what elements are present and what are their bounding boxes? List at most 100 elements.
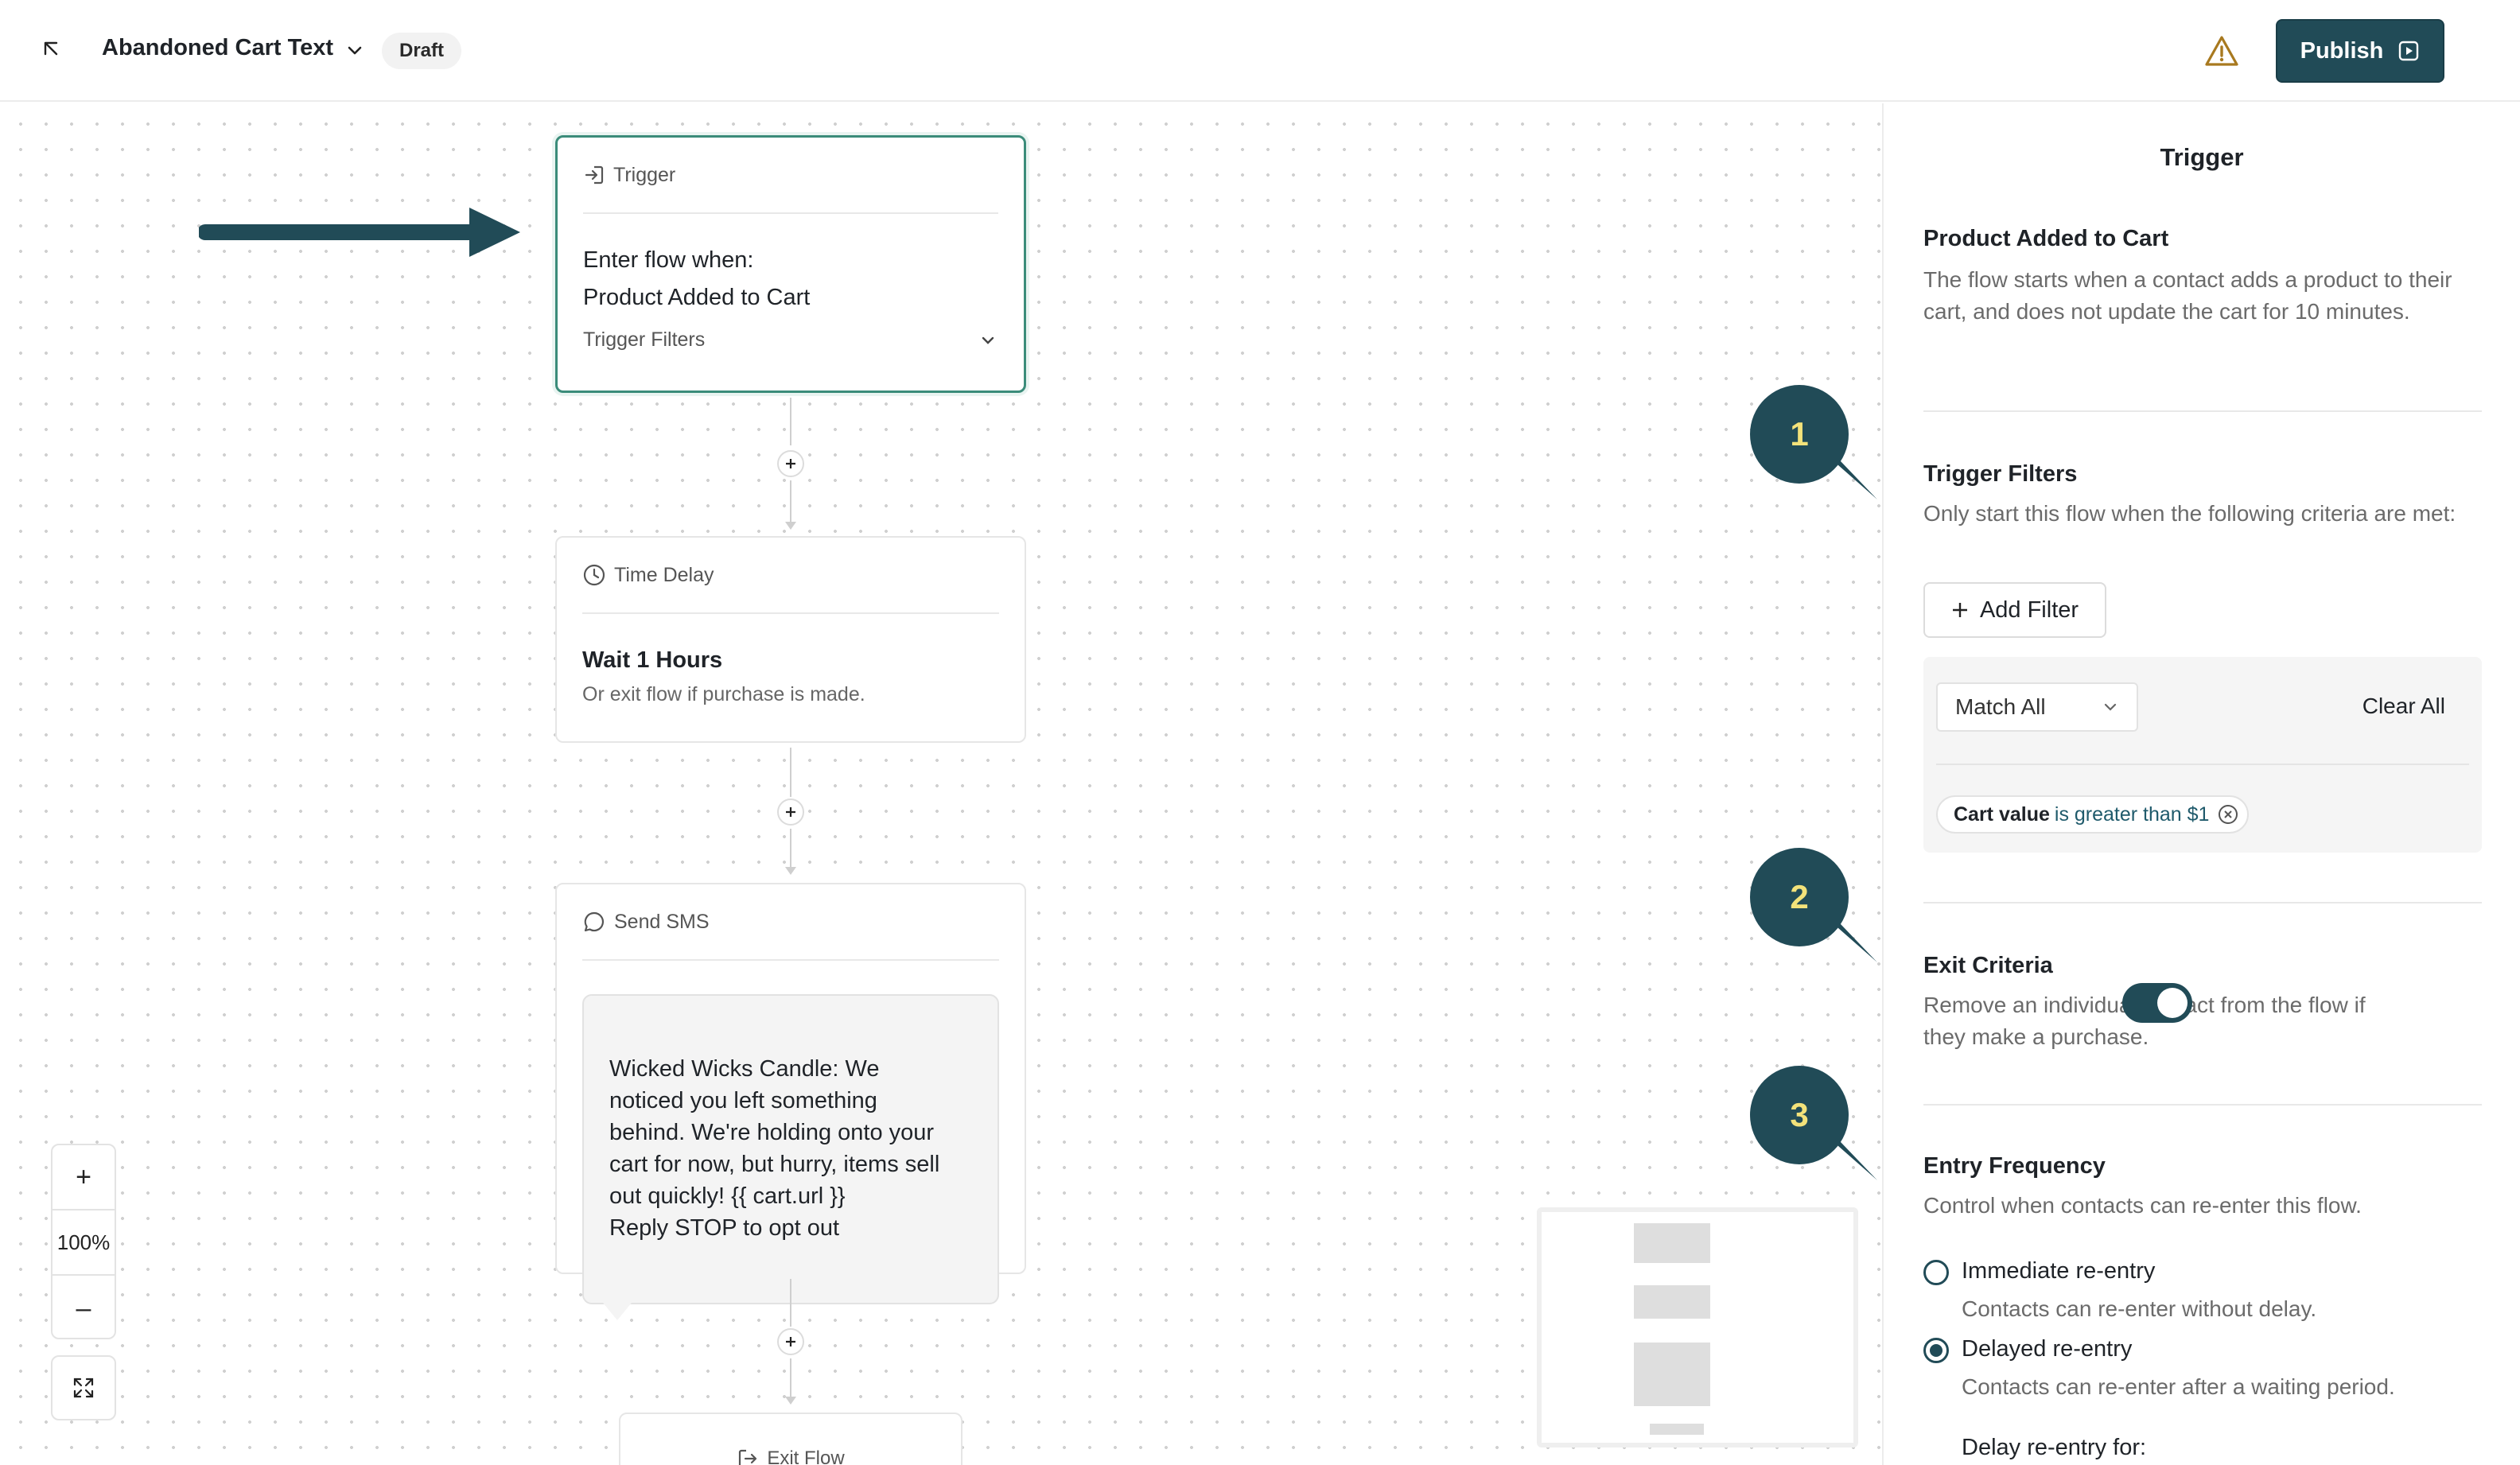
connector-arrow bbox=[785, 867, 796, 875]
minimap-node bbox=[1650, 1424, 1704, 1435]
add-filter-button[interactable]: Add Filter bbox=[1923, 582, 2106, 638]
exit-criteria-toggle[interactable] bbox=[2122, 983, 2192, 1023]
enter-icon bbox=[585, 165, 604, 185]
exit-heading: Exit Flow bbox=[767, 1448, 845, 1465]
connector bbox=[790, 398, 791, 445]
connector bbox=[790, 480, 791, 525]
minimap-node bbox=[1634, 1223, 1710, 1263]
chat-icon bbox=[584, 911, 604, 932]
sms-message-preview: Wicked Wicks Candle: We noticed you left… bbox=[582, 994, 999, 1320]
minimap[interactable] bbox=[1537, 1207, 1858, 1448]
filter-divider bbox=[1936, 764, 2469, 765]
section-divider bbox=[1923, 1104, 2482, 1106]
zoom-in-button[interactable]: + bbox=[52, 1145, 115, 1210]
add-filter-label: Add Filter bbox=[1979, 596, 2079, 623]
filter-chip-key: Cart value bbox=[1954, 802, 2050, 826]
callout-number: 2 bbox=[1790, 878, 1808, 915]
section-divider bbox=[1923, 902, 2482, 903]
add-step-button[interactable] bbox=[777, 799, 804, 826]
panel-divider bbox=[1882, 103, 1884, 1465]
chevron-down-icon[interactable] bbox=[342, 38, 368, 64]
status-badge: Draft bbox=[382, 33, 462, 69]
clock-icon bbox=[583, 564, 605, 586]
zoom-controls: + 100% – bbox=[51, 1144, 116, 1339]
filter-group: Match All Clear All Cart value is greate… bbox=[1923, 657, 2482, 853]
chevron-down-icon bbox=[2104, 703, 2117, 711]
preview-icon bbox=[2399, 41, 2419, 61]
trigger-description: The flow starts when a contact adds a pr… bbox=[1923, 267, 2452, 324]
add-step-button[interactable] bbox=[777, 1328, 804, 1355]
fit-screen-icon bbox=[73, 1378, 94, 1398]
warning-icon[interactable] bbox=[2203, 33, 2240, 70]
filter-chip-value: is greater than $1 bbox=[2054, 802, 2210, 826]
delayed-reentry-radio[interactable] bbox=[1923, 1338, 1949, 1363]
immediate-reentry-description: Contacts can re-enter without delay. bbox=[1962, 1296, 2317, 1321]
section-divider bbox=[1923, 410, 2482, 412]
immediate-reentry-label[interactable]: Immediate re-entry bbox=[1962, 1258, 2156, 1284]
delayed-reentry-label[interactable]: Delayed re-entry bbox=[1962, 1336, 2133, 1362]
trigger-name: Product Added to Cart bbox=[1923, 226, 2169, 251]
connector-arrow bbox=[785, 522, 796, 530]
connector bbox=[790, 1358, 791, 1400]
publish-label: Publish bbox=[2300, 37, 2384, 64]
delayed-reentry-description: Contacts can re-enter after a waiting pe… bbox=[1962, 1374, 2395, 1399]
chevron-down-icon bbox=[982, 336, 994, 344]
time-delay-node[interactable]: Time Delay Wait 1 Hours Or exit flow if … bbox=[555, 536, 1026, 743]
minimap-node bbox=[1634, 1343, 1710, 1406]
send-sms-node[interactable]: Send SMS Wicked Wicks Candle: We noticed… bbox=[555, 883, 1026, 1320]
sms-heading: Send SMS bbox=[614, 910, 710, 933]
callout-2: 2 bbox=[1750, 848, 1877, 962]
flow-title[interactable]: Abandoned Cart Text bbox=[102, 35, 334, 60]
fit-screen-button[interactable] bbox=[51, 1355, 116, 1420]
pointer-arrow-icon bbox=[199, 208, 520, 257]
trigger-filters-label: Trigger Filters bbox=[583, 328, 706, 351]
publish-button[interactable]: Publish bbox=[2276, 19, 2444, 83]
trigger-heading: Trigger bbox=[613, 163, 676, 186]
match-mode-value: Match All bbox=[1955, 694, 2046, 719]
connector bbox=[790, 829, 791, 870]
callout-1: 1 bbox=[1750, 385, 1877, 499]
sms-bubble-tail bbox=[603, 1303, 632, 1320]
match-mode-select[interactable]: Match All bbox=[1936, 682, 2138, 732]
zoom-level: 100% bbox=[52, 1210, 115, 1276]
zoom-out-button[interactable]: – bbox=[76, 1292, 91, 1323]
connector bbox=[790, 1279, 791, 1327]
connector-arrow bbox=[785, 1397, 796, 1405]
trigger-filters-title: Trigger Filters bbox=[1923, 461, 2078, 487]
callout-number: 1 bbox=[1790, 415, 1808, 453]
trigger-line1: Enter flow when: bbox=[583, 247, 754, 273]
delay-wait-text: Wait 1 Hours bbox=[582, 647, 723, 673]
panel-title: Trigger bbox=[2160, 143, 2244, 171]
plus-icon bbox=[786, 459, 795, 468]
back-button[interactable] bbox=[35, 33, 67, 65]
plus-icon bbox=[786, 1337, 795, 1346]
exit-icon bbox=[739, 1449, 757, 1465]
exit-criteria-title: Exit Criteria bbox=[1923, 953, 2053, 978]
callout-number: 3 bbox=[1790, 1096, 1808, 1133]
connector bbox=[790, 748, 791, 797]
delay-reentry-label: Delay re-entry for: bbox=[1962, 1435, 2147, 1460]
back-arrow-icon bbox=[44, 41, 58, 56]
callout-3: 3 bbox=[1750, 1066, 1877, 1180]
minimap-node bbox=[1634, 1285, 1710, 1319]
plus-icon bbox=[1952, 603, 1967, 617]
trigger-filters-toggle[interactable]: Trigger Filters bbox=[583, 328, 998, 352]
immediate-reentry-radio[interactable] bbox=[1923, 1260, 1949, 1285]
clear-all-button[interactable]: Clear All bbox=[2362, 694, 2445, 718]
delay-heading: Time Delay bbox=[614, 563, 714, 586]
exit-flow-node[interactable]: Exit Flow bbox=[619, 1413, 962, 1465]
toggle-knob bbox=[2157, 988, 2188, 1018]
close-circle-icon[interactable] bbox=[2217, 803, 2239, 826]
delay-sub-text: Or exit flow if purchase is made. bbox=[582, 683, 865, 705]
sms-message-text: Wicked Wicks Candle: We noticed you left… bbox=[609, 1056, 940, 1241]
trigger-node[interactable]: Trigger Enter flow when: Product Added t… bbox=[555, 135, 1026, 393]
trigger-settings-panel: Trigger Product Added to Cart The flow s… bbox=[1884, 103, 2520, 1465]
plus-icon bbox=[786, 807, 795, 817]
trigger-filters-description: Only start this flow when the following … bbox=[1923, 501, 2456, 526]
entry-frequency-description: Control when contacts can re-enter this … bbox=[1923, 1193, 2362, 1218]
trigger-line2: Product Added to Cart bbox=[583, 285, 811, 310]
filter-chip[interactable]: Cart value is greater than $1 bbox=[1936, 795, 2250, 834]
top-bar: Abandoned Cart Text Draft Publish bbox=[0, 0, 2520, 102]
entry-frequency-title: Entry Frequency bbox=[1923, 1153, 2106, 1179]
add-step-button[interactable] bbox=[777, 450, 804, 477]
